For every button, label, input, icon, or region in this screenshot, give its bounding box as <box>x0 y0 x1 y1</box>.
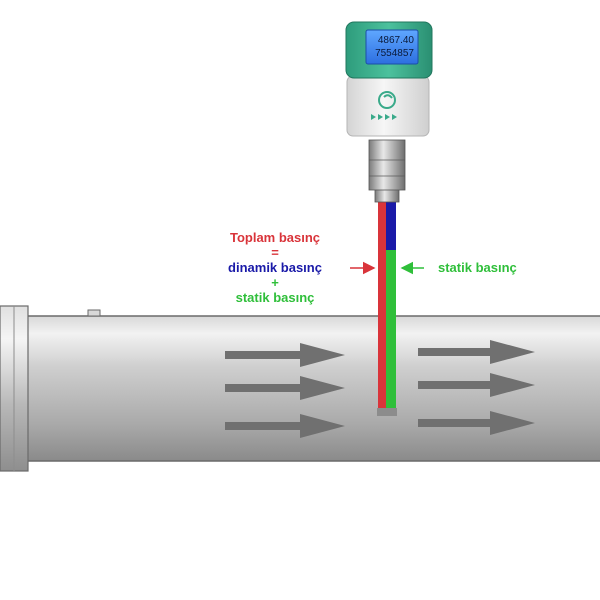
sensor-fitting <box>368 139 406 191</box>
display-line-2: 7554857 <box>375 48 414 59</box>
flow-arrow <box>418 373 535 397</box>
display-screen <box>365 29 419 65</box>
flow-arrow <box>225 376 345 400</box>
label-total-pressure: Toplam basınç <box>229 230 321 245</box>
label-dynamic-pressure: dinamik basınç <box>228 260 322 275</box>
flow-arrow <box>418 411 535 435</box>
probe <box>377 200 397 416</box>
flow-arrow <box>225 414 345 438</box>
flow-arrows <box>225 340 535 438</box>
probe-tip <box>377 408 397 416</box>
sensor-body <box>346 75 430 137</box>
flow-arrow <box>418 340 535 364</box>
pipe-notch <box>87 309 101 317</box>
label-static-pressure-left: statik basınç <box>235 290 315 305</box>
probe-static-channel <box>386 250 396 413</box>
label-plus: + <box>271 275 279 290</box>
arrow-keys-icon <box>371 114 397 120</box>
label-equals: = <box>271 245 279 260</box>
display-line-1: 4867.40 <box>378 35 415 46</box>
probe-dynamic-channel <box>386 200 396 250</box>
probe-total-channel <box>378 200 386 413</box>
flow-arrow <box>225 343 345 367</box>
label-static-pressure-right: statik basınç <box>438 260 517 275</box>
sensor-device: 4867.40 7554857 <box>345 21 433 203</box>
cs-logo-icon <box>378 91 396 109</box>
